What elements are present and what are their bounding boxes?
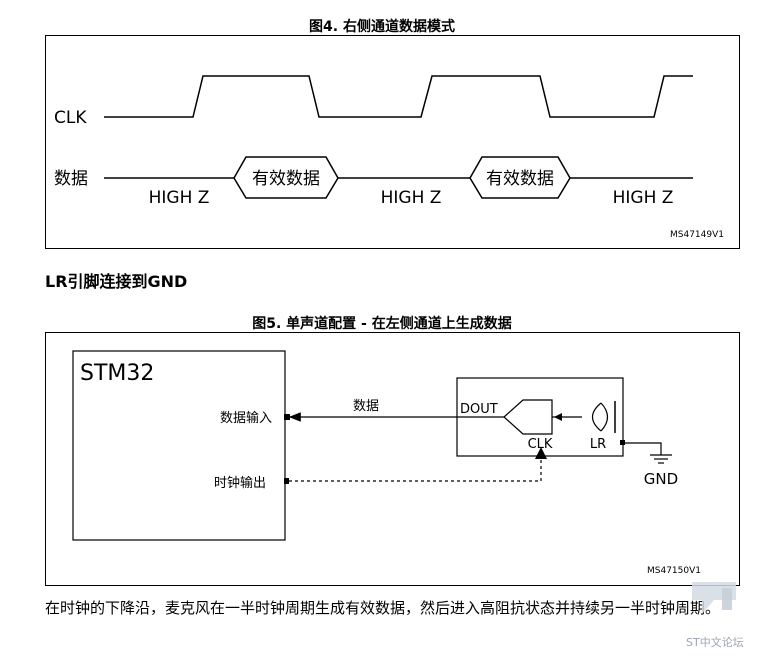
stm32-block bbox=[72, 350, 286, 541]
mic-element-icon bbox=[591, 402, 602, 432]
data-label: 数据 bbox=[54, 169, 88, 189]
data-in-label: 数据输入 bbox=[220, 410, 272, 426]
figure5-block-diagram: STM32 数据输入 时钟输出 数据 DOUT CLK LR GND MS471… bbox=[45, 332, 740, 586]
section-heading: LR引脚连接到GND bbox=[45, 272, 188, 291]
dout-label: DOUT bbox=[460, 402, 498, 417]
high-z-label-1: HIGH Z bbox=[149, 188, 210, 208]
clk-label: CLK bbox=[54, 108, 87, 128]
block-diagram-svg: STM32 数据输入 时钟输出 数据 DOUT CLK LR GND MS471… bbox=[72, 350, 701, 576]
data-line-label: 数据 bbox=[353, 399, 379, 414]
clock-line bbox=[289, 451, 542, 482]
high-z-label-2: HIGH Z bbox=[381, 188, 442, 208]
figure4-ref-code: MS47149V1 bbox=[670, 230, 724, 240]
gnd-label: GND bbox=[644, 470, 678, 488]
amplifier-icon bbox=[503, 399, 553, 435]
valid-data-label-2: 有效数据 bbox=[486, 169, 554, 189]
figure4-timing-diagram: CLK 数据 有效数据 有效数据 HIGH Z HIGH Z HIGH Z MS… bbox=[45, 35, 740, 249]
stm32-label: STM32 bbox=[80, 361, 154, 386]
lr-label: LR bbox=[590, 437, 606, 452]
figure5-ref-code: MS47150V1 bbox=[647, 566, 701, 576]
timing-diagram-svg: CLK 数据 有效数据 有效数据 HIGH Z HIGH Z HIGH Z MS… bbox=[54, 75, 724, 240]
figure4-title: 图4. 右侧通道数据模式 bbox=[309, 19, 455, 35]
figure5-title: 图5. 单声道配置 - 在左侧通道上生成数据 bbox=[252, 316, 512, 332]
lr-to-gnd-line bbox=[625, 442, 662, 455]
high-z-label-3: HIGH Z bbox=[613, 188, 674, 208]
caption-paragraph: 在时钟的下降沿，麦克风在一半时钟周期生成有效数据，然后进入高阻抗状态并持续另一半… bbox=[45, 599, 721, 617]
valid-data-label-1: 有效数据 bbox=[252, 169, 320, 189]
clock-out-label: 时钟输出 bbox=[214, 475, 266, 491]
watermark-text: ST中文论坛 bbox=[686, 636, 744, 649]
mic-clk-label: CLK bbox=[528, 437, 553, 452]
clk-waveform bbox=[104, 75, 693, 118]
st-forum-watermark: ST中文论坛 bbox=[684, 572, 756, 652]
microphone-block bbox=[456, 377, 624, 457]
st-logo-icon bbox=[692, 582, 736, 614]
